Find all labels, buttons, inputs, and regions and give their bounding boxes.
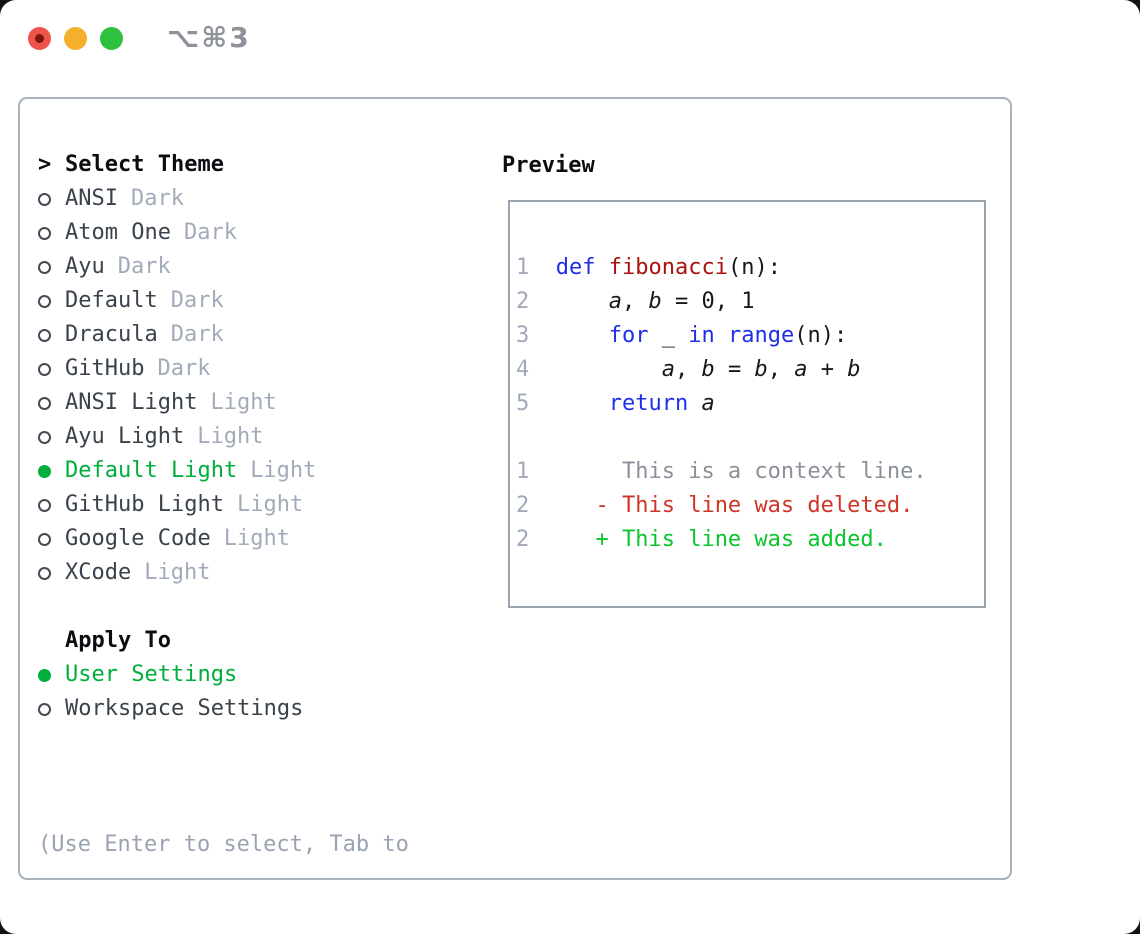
select-theme-header: > Select Theme (38, 148, 409, 182)
code-line: 4 a, b = b, a + b (516, 357, 861, 382)
radio-unselected-icon (38, 430, 51, 444)
theme-variant-tag: Dark (170, 288, 224, 313)
preview-label: Preview (502, 153, 595, 178)
apply-to-option-label: User Settings (65, 662, 238, 687)
code-line (516, 421, 927, 455)
radio-unselected-icon (38, 702, 51, 716)
radio-unselected-icon (38, 260, 51, 274)
radio-unselected-icon (38, 532, 51, 546)
help-line-2: change focus) (38, 930, 409, 934)
radio-unselected-icon (38, 396, 51, 410)
radio-unselected-icon (38, 192, 51, 206)
theme-name: Ayu (65, 254, 105, 279)
theme-name: Dracula (65, 322, 158, 347)
theme-option[interactable]: ANSI Dark (38, 182, 409, 216)
code-line: 2 a, b = 0, 1 (516, 289, 755, 314)
radio-unselected-icon (38, 566, 51, 580)
theme-option[interactable]: ANSI Light Light (38, 386, 409, 420)
code-preview: 1 def fibonacci(n): 2 a, b = 0, 1 3 for _ … (516, 251, 927, 557)
zoom-button[interactable] (100, 27, 123, 50)
radio-unselected-icon (38, 498, 51, 512)
theme-name: Google Code (65, 526, 211, 551)
theme-name: ANSI Light (65, 390, 198, 415)
code-line: 3 for _ in range(n): (516, 323, 848, 348)
apply-to-option-label: Workspace Settings (65, 696, 304, 721)
cursor-arrow-icon: > (38, 152, 52, 177)
radio-unselected-icon (38, 362, 51, 376)
theme-name: Default (65, 288, 158, 313)
theme-option[interactable]: Google Code Light (38, 522, 409, 556)
theme-variant-tag: Light (210, 390, 277, 415)
theme-variant-tag: Dark (170, 322, 224, 347)
radio-selected-icon (38, 668, 51, 682)
theme-option[interactable]: Ayu Dark (38, 250, 409, 284)
apply-to-header: Apply To (38, 624, 409, 658)
theme-variant-tag: Light (197, 424, 264, 449)
radio-unselected-icon (38, 226, 51, 240)
help-text: (Use Enter to select, Tab to change focu… (38, 760, 409, 934)
theme-name: Ayu Light (65, 424, 185, 449)
apply-to-label: Apply To (65, 628, 171, 653)
theme-option[interactable]: Atom One Dark (38, 216, 409, 250)
theme-option[interactable]: XCode Light (38, 556, 409, 590)
theme-name: XCode (65, 560, 132, 585)
theme-option[interactable]: Default Dark (38, 284, 409, 318)
theme-variant-tag: Dark (183, 220, 237, 245)
theme-name: GitHub Light (65, 492, 224, 517)
theme-name: ANSI (65, 186, 118, 211)
theme-option[interactable]: GitHub Light Light (38, 488, 409, 522)
code-line: 2 - This line was deleted. (516, 493, 914, 518)
radio-selected-icon (38, 464, 51, 478)
theme-option[interactable]: Ayu Light Light (38, 420, 409, 454)
theme-variant-tag: Dark (157, 356, 211, 381)
close-button[interactable] (28, 27, 51, 50)
theme-name: GitHub (65, 356, 145, 381)
select-theme-label: Select Theme (65, 152, 224, 177)
theme-variant-tag: Light (236, 492, 304, 517)
code-line: 2 + This line was added. (516, 527, 887, 552)
theme-option[interactable]: Dracula Dark (38, 318, 409, 352)
code-line: 1 This is a context line. (516, 459, 927, 484)
spacer (38, 590, 409, 624)
radio-unselected-icon (38, 294, 51, 308)
theme-name: Atom One (65, 220, 171, 245)
theme-variant-tag: Light (223, 526, 290, 551)
apply-to-option[interactable]: User Settings (38, 658, 409, 692)
theme-variant-tag: Dark (130, 186, 184, 211)
theme-variant-tag: Light (144, 560, 211, 585)
theme-option[interactable]: GitHub Dark (38, 352, 409, 386)
theme-variant-tag: Dark (117, 254, 171, 279)
code-line: 1 def fibonacci(n): (516, 255, 781, 280)
minimize-button[interactable] (64, 27, 87, 50)
spacer (38, 726, 409, 760)
code-line: 5 return a (516, 391, 715, 416)
theme-variant-tag: Light (250, 458, 317, 483)
theme-option[interactable]: Default Light Light (38, 454, 409, 488)
apply-to-option[interactable]: Workspace Settings (38, 692, 409, 726)
theme-name: Default Light (65, 458, 238, 483)
radio-unselected-icon (38, 328, 51, 342)
window-title: ⌥⌘3 (167, 21, 251, 54)
help-line-1: (Use Enter to select, Tab to (38, 832, 409, 857)
preview-box: 1 def fibonacci(n): 2 a, b = 0, 1 3 for _ … (508, 200, 986, 608)
